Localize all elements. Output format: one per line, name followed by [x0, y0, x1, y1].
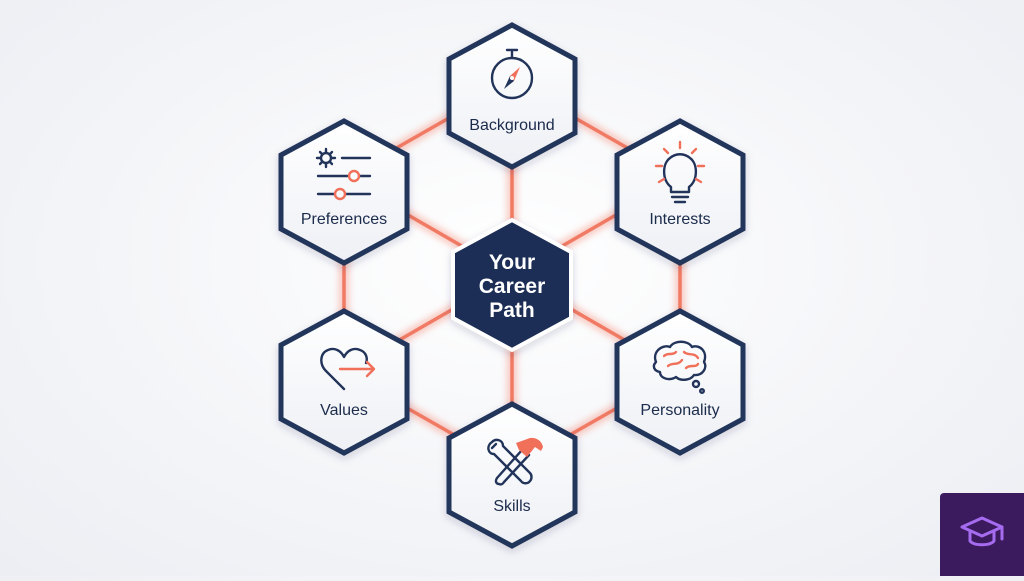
node-personality: Personality	[614, 308, 746, 456]
brain-icon	[652, 340, 707, 395]
node-interests: Interests	[614, 118, 746, 266]
lightbulb-icon	[654, 140, 706, 204]
brand-logo-badge	[940, 493, 1024, 576]
node-background: Background	[446, 22, 578, 170]
compass-icon	[490, 48, 534, 100]
node-label-values: Values	[320, 402, 368, 419]
node-label-preferences: Preferences	[301, 211, 387, 228]
node-skills: Skills	[446, 401, 578, 549]
tools-icon	[487, 437, 543, 486]
center-label-line-2: Career	[479, 275, 546, 298]
node-preferences: Preferences	[278, 118, 410, 266]
center-label-line-3: Path	[489, 299, 535, 322]
graduation-cap-icon	[960, 516, 1004, 547]
center-node: Your Career Path	[451, 217, 573, 353]
node-label-skills: Skills	[493, 498, 530, 515]
sliders-gear-icon	[315, 147, 372, 201]
node-values: Values	[278, 308, 410, 456]
node-label-interests: Interests	[649, 211, 710, 228]
heart-arrow-icon	[320, 347, 376, 391]
node-label-background: Background	[469, 117, 554, 134]
node-label-personality: Personality	[640, 402, 719, 419]
center-label-line-1: Your	[489, 251, 535, 274]
